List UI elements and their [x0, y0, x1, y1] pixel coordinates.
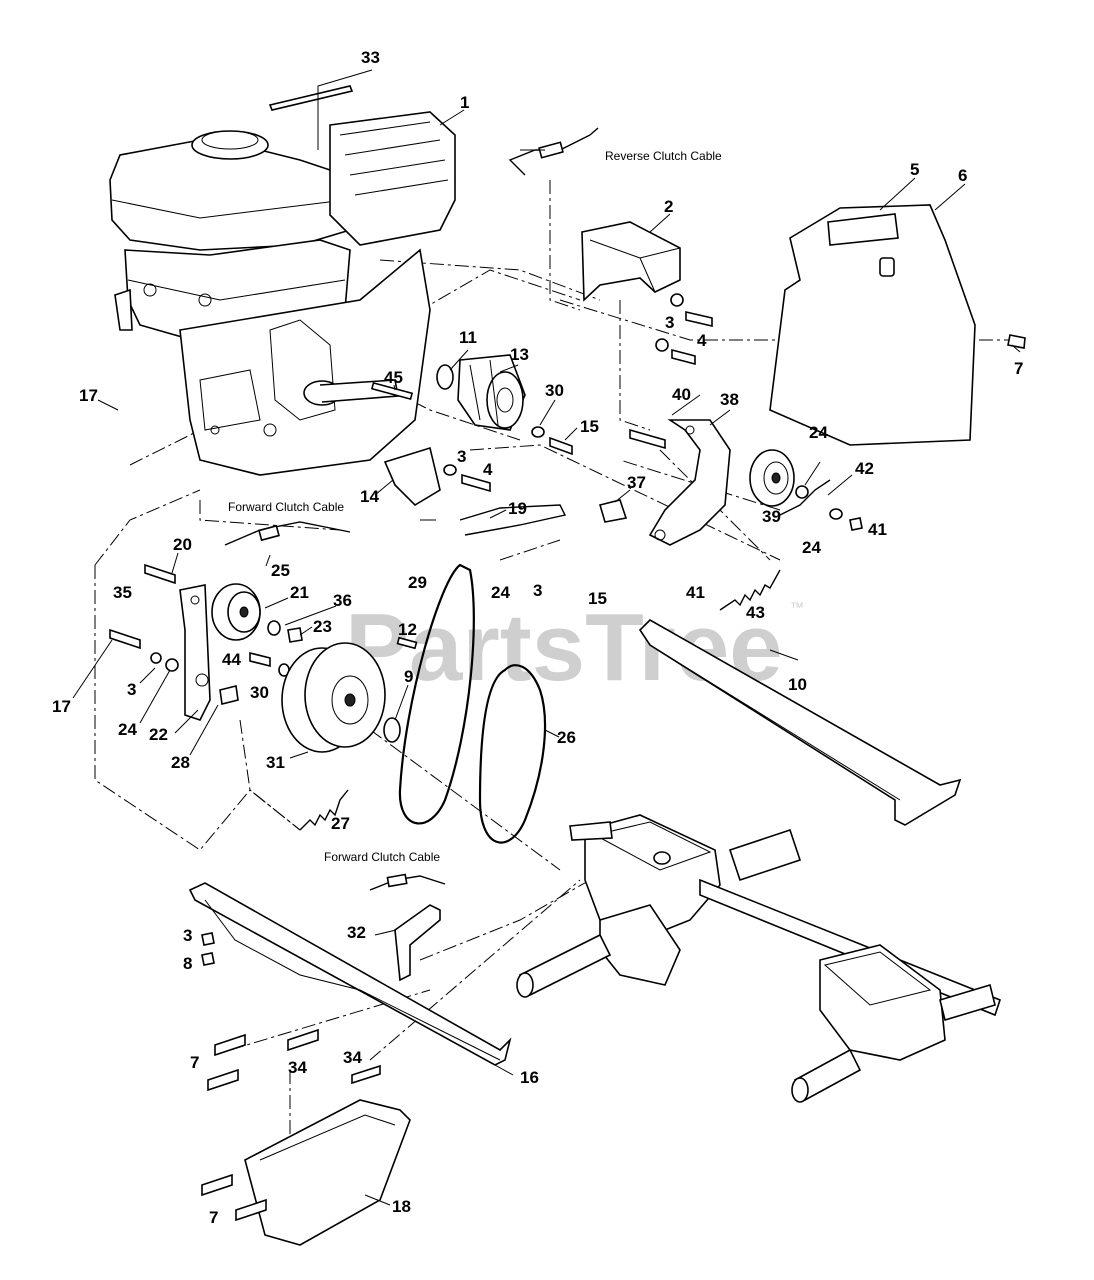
callout-3b: 3 — [457, 447, 466, 466]
callout-24: 24 — [809, 423, 828, 442]
callout-32: 32 — [347, 923, 366, 942]
drive-pulley — [281, 636, 418, 753]
callout-15b: 15 — [588, 589, 607, 608]
reverse-clutch-cable — [508, 127, 599, 176]
callout-30: 30 — [545, 381, 564, 400]
callout-35: 35 — [113, 583, 132, 602]
v-belts — [398, 563, 547, 844]
callout-28: 28 — [171, 753, 190, 772]
callout-15: 15 — [580, 417, 599, 436]
callout-19: 19 — [508, 499, 527, 518]
callout-3d: 3 — [127, 680, 136, 699]
callout-25: 25 — [271, 561, 290, 580]
brake-bracket — [383, 446, 628, 536]
callout-2: 2 — [664, 197, 673, 216]
forward-clutch-cable-label-top: Forward Clutch Cable — [228, 500, 344, 514]
frame-rail — [638, 619, 962, 826]
callout-13: 13 — [510, 345, 529, 364]
callout-34: 34 — [288, 1058, 307, 1077]
callout-34b: 34 — [343, 1048, 362, 1067]
callout-30b: 30 — [250, 683, 269, 702]
decal-part — [268, 85, 354, 111]
callout-24d: 24 — [118, 720, 137, 739]
callout-24b: 24 — [802, 538, 821, 557]
engine-pulley — [370, 354, 526, 431]
callout-7: 7 — [1014, 359, 1023, 378]
callout-7b: 7 — [190, 1053, 199, 1072]
callout-41: 41 — [868, 520, 887, 539]
callout-37: 37 — [627, 473, 646, 492]
callout-1: 1 — [460, 93, 469, 112]
clutch-bracket — [581, 221, 681, 302]
callout-24c: 24 — [491, 583, 510, 602]
spring-43 — [719, 569, 781, 611]
callout-22: 22 — [149, 725, 168, 744]
callout-9: 9 — [404, 667, 413, 686]
forward-clutch-cable-label-bottom: Forward Clutch Cable — [324, 850, 440, 864]
callout-7c: 7 — [209, 1208, 218, 1227]
callout-18: 18 — [392, 1197, 411, 1216]
callout-42: 42 — [855, 459, 874, 478]
spring-27 — [299, 789, 349, 831]
shield — [244, 1099, 411, 1246]
watermark-trademark: ™ — [790, 599, 804, 615]
callout-11: 11 — [459, 328, 477, 347]
callout-27: 27 — [331, 814, 350, 833]
callout-3e: 3 — [183, 926, 192, 945]
leader-lines — [72, 69, 1021, 1206]
callout-36: 36 — [333, 591, 352, 610]
idler-bracket — [648, 419, 731, 546]
callout-3: 3 — [665, 313, 674, 332]
callout-38: 38 — [720, 390, 739, 409]
callout-20: 20 — [173, 535, 192, 554]
callout-8: 8 — [183, 954, 192, 973]
callout-4b: 4 — [483, 460, 493, 479]
reverse-clutch-cable-label: Reverse Clutch Cable — [605, 149, 722, 163]
callout-17b: 17 — [52, 697, 71, 716]
callout-10: 10 — [788, 675, 807, 694]
callout-3c: 3 — [533, 581, 542, 600]
callout-43: 43 — [746, 603, 765, 622]
idler-pulley — [749, 449, 863, 531]
callout-45: 45 — [384, 368, 403, 387]
callout-16: 16 — [520, 1068, 539, 1087]
callout-12: 12 — [398, 620, 417, 639]
callout-23: 23 — [313, 617, 332, 636]
callout-17: 17 — [79, 386, 98, 405]
callout-39: 39 — [762, 507, 781, 526]
callout-41b: 41 — [686, 583, 705, 602]
callout-33: 33 — [361, 48, 380, 67]
transmission — [516, 814, 1001, 1103]
cable-bracket — [369, 873, 446, 982]
callout-26: 26 — [557, 728, 576, 747]
callout-4: 4 — [697, 331, 707, 350]
callout-44: 44 — [222, 650, 241, 669]
engine — [109, 111, 456, 476]
callout-14: 14 — [360, 487, 379, 506]
callout-21: 21 — [290, 583, 309, 602]
callout-6: 6 — [958, 166, 967, 185]
callout-29: 29 — [408, 573, 427, 592]
callout-5: 5 — [910, 160, 919, 179]
belt-guard — [769, 204, 976, 446]
callout-40: 40 — [672, 385, 691, 404]
clutch-arm — [109, 521, 351, 721]
lower-frame — [188, 882, 512, 1066]
hardware — [443, 293, 713, 493]
callout-31: 31 — [266, 753, 285, 772]
callouts: 33 1 2 5 6 3 4 7 11 13 45 17 30 15 40 38… — [52, 48, 1023, 1227]
